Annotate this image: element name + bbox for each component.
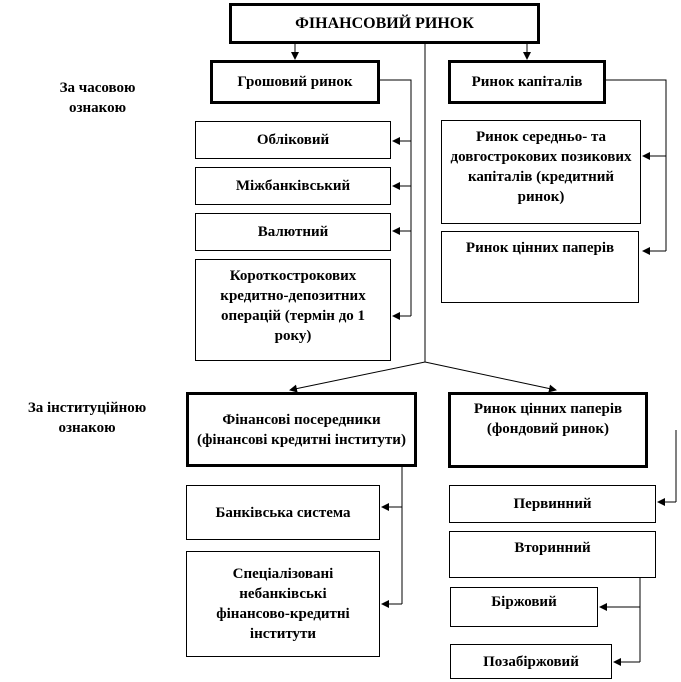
exchange-market-box: Біржовий xyxy=(450,587,598,627)
banking-system-box: Банківська система xyxy=(186,485,380,540)
financial-intermediaries-box: Фінансові посередники (фінансові кредитн… xyxy=(186,392,417,467)
otc-market-box: Позабіржовий xyxy=(450,644,612,679)
discount-market-box: Обліковий xyxy=(195,121,391,159)
nonbank-institutions-label: Спеціалізовані небанківські фінансово-кр… xyxy=(216,566,350,642)
exchange-market-label: Біржовий xyxy=(491,594,557,610)
institutional-criterion-text: За інституційною ознакою xyxy=(27,400,147,436)
securities-capital-box: Ринок цінних паперів xyxy=(441,231,639,303)
money-market-title: Грошовий ринок xyxy=(237,74,353,90)
securities-capital-label: Ринок цінних паперів xyxy=(465,240,615,256)
short-term-operations-label: Короткострокових кредитно-депозитних опе… xyxy=(220,268,366,344)
financial-market-title: ФІНАНСОВИЙ РИНОК xyxy=(229,3,540,44)
discount-market-label: Обліковий xyxy=(256,132,330,148)
institutional-criterion-label: За інституційною ознакою xyxy=(8,398,166,438)
short-term-operations-box: Короткострокових кредитно-депозитних опе… xyxy=(195,259,391,361)
stock-market-box: Ринок цінних паперів (фондовий ринок) xyxy=(448,392,648,468)
capital-market-title: Ринок капіталів xyxy=(471,74,583,90)
financial-intermediaries-title: Фінансові посередники (фінансові кредитн… xyxy=(197,411,406,448)
title-text: ФІНАНСОВИЙ РИНОК xyxy=(295,14,474,32)
money-market-box: Грошовий ринок xyxy=(210,60,380,104)
banking-system-label: Банківська система xyxy=(215,504,351,521)
time-criterion-label: За часовою ознакою xyxy=(30,78,165,118)
credit-market-box: Ринок середньо- та довгострокових позико… xyxy=(441,120,641,224)
primary-market-box: Первинний xyxy=(449,485,656,523)
interbank-market-box: Міжбанківський xyxy=(195,167,391,205)
secondary-market-label: Вторинний xyxy=(514,540,591,556)
capital-market-box: Ринок капіталів xyxy=(448,60,606,104)
credit-market-label: Ринок середньо- та довгострокових позико… xyxy=(450,129,632,205)
currency-market-box: Валютний xyxy=(195,213,391,251)
otc-market-label: Позабіржовий xyxy=(483,653,579,670)
stock-market-title: Ринок цінних паперів (фондовий ринок) xyxy=(473,401,623,437)
primary-market-label: Первинний xyxy=(513,496,592,512)
time-criterion-text: За часовою ознакою xyxy=(59,80,136,116)
interbank-market-label: Міжбанківський xyxy=(235,178,351,194)
secondary-market-box: Вторинний xyxy=(449,531,656,578)
nonbank-institutions-box: Спеціалізовані небанківські фінансово-кр… xyxy=(186,551,380,657)
currency-market-label: Валютний xyxy=(257,224,329,240)
